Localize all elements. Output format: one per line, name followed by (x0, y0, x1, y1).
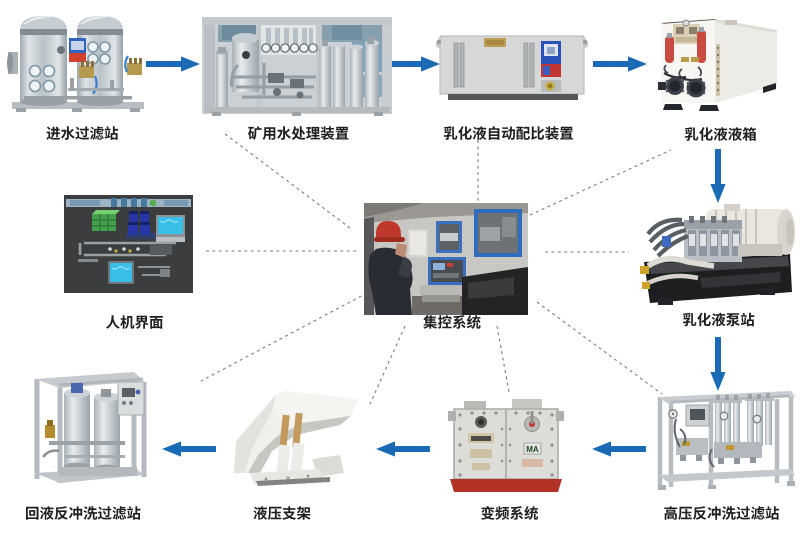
svg-text:MA: MA (526, 445, 539, 454)
